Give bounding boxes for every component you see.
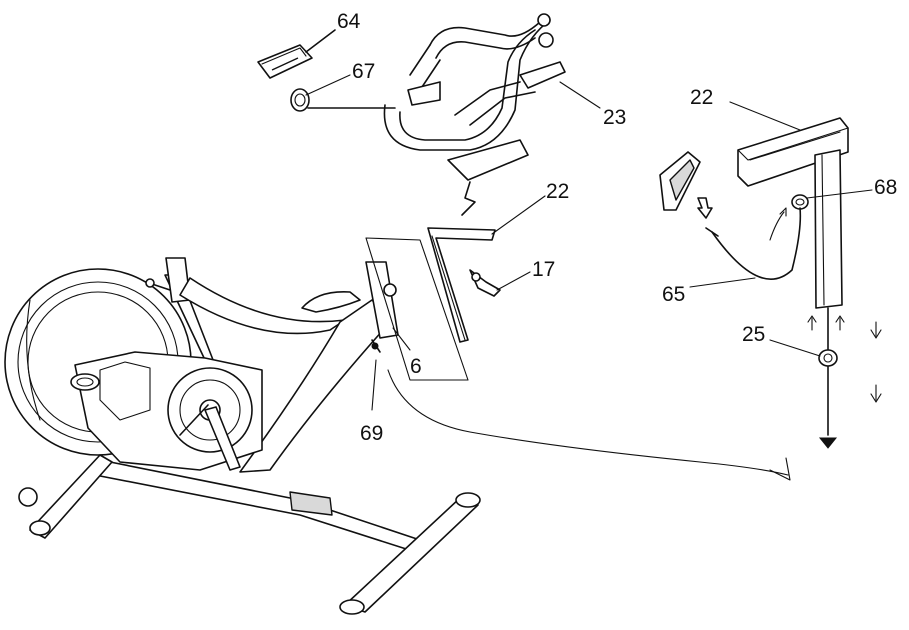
knob-25 — [818, 349, 838, 367]
handlebar-post — [427, 227, 496, 343]
seat — [301, 291, 361, 313]
handlebar — [383, 13, 566, 216]
callout-22-main: 22 — [546, 180, 569, 203]
vertical-post — [814, 149, 843, 309]
callout-17: 17 — [532, 258, 555, 281]
callout-22-detail: 22 — [690, 86, 713, 109]
callout-65: 65 — [662, 283, 685, 306]
bike-frame — [4, 257, 481, 615]
seat-tube — [239, 299, 393, 473]
lower-frame — [94, 459, 426, 556]
callout-25: 25 — [742, 323, 765, 346]
callout-67: 67 — [352, 60, 375, 83]
assembly-outline — [365, 237, 469, 381]
slider-bar — [737, 117, 849, 187]
knob-68 — [791, 194, 809, 210]
callout-6: 6 — [410, 355, 422, 378]
crank-arm — [204, 406, 241, 471]
callout-64: 64 — [337, 10, 361, 33]
callout-68: 68 — [874, 176, 897, 199]
mount-clamp — [290, 88, 396, 112]
cable — [711, 207, 802, 280]
phone-holder — [257, 44, 313, 79]
handlebar-clamp — [447, 139, 529, 181]
callout-23: 23 — [603, 106, 626, 129]
routing-line — [387, 369, 789, 476]
detail-view — [659, 117, 882, 449]
callout-69: 69 — [360, 422, 383, 445]
rear-stabilizer — [344, 497, 479, 613]
adjust-knob — [469, 269, 501, 297]
leader-lines — [305, 29, 873, 411]
